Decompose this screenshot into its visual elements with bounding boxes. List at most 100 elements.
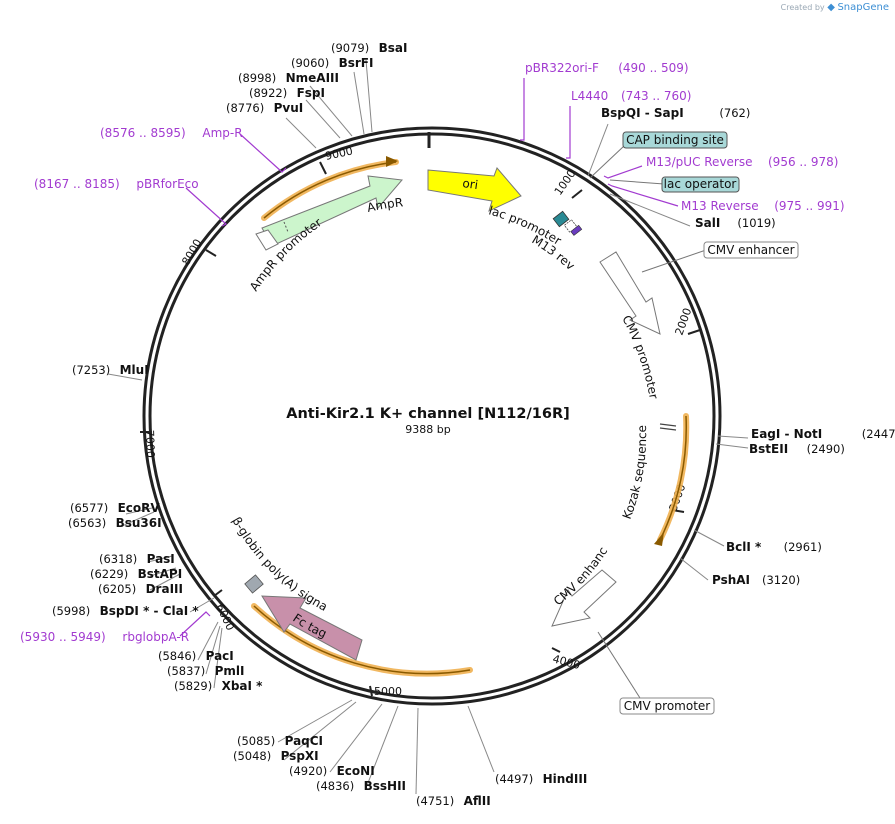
tick-label: 9000 (324, 144, 354, 163)
enzyme-site[interactable]: (6318)PasI (99, 552, 175, 566)
enzyme-position: (9079) (331, 41, 369, 55)
primer-site[interactable]: (8576 .. 8595)Amp-R (100, 126, 243, 140)
feature-label-kozak: Kozak sequence (620, 425, 649, 521)
cap-binding-site-text: CAP binding site (626, 133, 724, 147)
tick-label: 5000 (374, 685, 402, 698)
enzyme-position: (7253) (72, 363, 110, 377)
enzyme-position: (4751) (416, 794, 454, 808)
enzyme-name: MluI (120, 363, 149, 377)
enzyme-leader (717, 435, 749, 439)
enzyme-leader (693, 529, 725, 547)
enzyme-position: (5829) (174, 679, 212, 693)
enzyme-name: PshAI (712, 573, 750, 587)
feature-label-lac-promoter: lac promoter (487, 203, 564, 247)
enzyme-position: (8776) (226, 101, 264, 115)
enzyme-site[interactable]: PshAI (3120) (712, 573, 800, 587)
enzyme-site[interactable]: (6229)BstAPI (90, 567, 182, 581)
primer-range: (956 .. 978) (768, 155, 838, 169)
plasmid-length: 9388 bp (405, 423, 450, 436)
enzyme-leader (415, 707, 419, 795)
enzyme-position: (3120) (762, 573, 800, 587)
snapgene-credit: Created by ◆ SnapGene (781, 2, 889, 13)
feature-cmv-promoter-arrow: CMV promoter (599, 251, 661, 400)
enzyme-site[interactable]: (9079)BsaI (331, 41, 407, 55)
snapgene-logo-icon: ◆ (827, 2, 835, 13)
enzyme-site[interactable]: (4751) AflII (416, 794, 491, 808)
enzyme-leader (107, 373, 143, 381)
cmv-enhancer-box-text: CMV enhancer (707, 243, 794, 257)
tick-mark (571, 189, 583, 199)
primer-site[interactable]: M13/pUC Reverse(956 .. 978) (646, 155, 838, 169)
enzyme-site[interactable]: BspQI - SapI(762) (601, 106, 750, 120)
enzyme-name: PmlI (215, 664, 245, 678)
primer-leader (520, 78, 525, 141)
credit-prefix: Created by (780, 3, 825, 12)
enzyme-leader (277, 699, 353, 743)
enzyme-name: PvuI (274, 101, 304, 115)
enzyme-site[interactable]: (5998)BspDI * - ClaI * (52, 604, 199, 618)
primer-site[interactable]: L4440(743 .. 760) (571, 89, 691, 103)
enzyme-site[interactable]: (5846)PacI (158, 649, 234, 663)
backbone (142, 126, 722, 706)
enzyme-position: (9060) (291, 56, 329, 70)
enzyme-site[interactable]: (8776) PvuI (226, 101, 303, 115)
primer-site[interactable]: M13 Reverse(975 .. 991) (681, 199, 845, 213)
enzyme-site[interactable]: (4497)HindIII (495, 772, 587, 786)
enzyme-name: PspXI (281, 749, 319, 763)
enzyme-site[interactable]: (4920)EcoNI (289, 764, 375, 778)
enzyme-site[interactable]: EagI - NotI(2447) (751, 427, 895, 441)
enzyme-position: (6318) (99, 552, 137, 566)
primer-site[interactable]: pBR322ori-F(490 .. 509) (525, 61, 689, 75)
enzyme-name: PaqCI (285, 734, 323, 748)
primer-site[interactable]: (5930 .. 5949)rbglobpA-R (20, 630, 189, 644)
enzyme-leader (305, 99, 341, 139)
tick-mark (213, 589, 223, 597)
enzyme-leader (147, 555, 173, 563)
primer-leader (185, 187, 228, 227)
primer-range: (8167 .. 8185) (34, 177, 120, 191)
plasmid-name: Anti-Kir2.1 K+ channel [N112/16R] (286, 406, 570, 422)
feature-lac-promoter: lac promoter M13 rev (487, 203, 583, 273)
enzyme-leader (149, 573, 181, 591)
enzyme-position: (6205) (98, 582, 136, 596)
enzyme-name: AflII (464, 794, 491, 808)
enzyme-position: (6563) (68, 516, 106, 530)
credit-brand: SnapGene (837, 2, 889, 13)
enzyme-leader (125, 507, 153, 515)
enzyme-site[interactable]: SalI(1019) (695, 216, 776, 230)
enzyme-site[interactable]: (5837) PmlI (167, 664, 244, 678)
enzyme-name: EcoNI (337, 764, 375, 778)
feature-ori: ori (427, 167, 522, 212)
enzyme-site[interactable]: (5085)PaqCI (237, 734, 323, 748)
enzyme-position: (5837) (167, 664, 205, 678)
enzyme-site[interactable]: BstEII(2490) (749, 442, 845, 456)
enzyme-position: (2961) (784, 540, 822, 554)
enzyme-leader (149, 567, 177, 577)
enzyme-site[interactable]: (6205)DraIII (98, 582, 183, 596)
enzyme-site[interactable]: (8922)FspI (249, 86, 325, 100)
enzyme-leader (587, 123, 609, 177)
tick-mark (369, 685, 373, 697)
enzyme-leader (309, 85, 353, 137)
enzyme-name: BstEII (749, 442, 788, 456)
enzyme-site[interactable]: (7253) MluI (72, 363, 149, 377)
enzyme-position: (8998) (238, 71, 276, 85)
enzyme-leader (715, 443, 749, 449)
enzyme-position: (4497) (495, 772, 533, 786)
primer-leader (179, 611, 211, 637)
enzyme-site[interactable]: (9060)BsrFI (291, 56, 373, 70)
enzyme-site[interactable]: (4836)BssHII (316, 779, 406, 793)
enzyme-site[interactable]: BclI *(2961) (726, 540, 822, 554)
enzyme-position: (4836) (316, 779, 354, 793)
enzyme-site[interactable]: (8998) NmeAIII (238, 71, 339, 85)
enzyme-site[interactable]: (6563)Bsu36I (68, 516, 162, 530)
enzyme-name: NmeAIII (286, 71, 339, 85)
primer-name: Amp-R (202, 126, 242, 140)
lac-operator-text: lac operator (664, 177, 737, 191)
enzyme-site[interactable]: (5048)PspXI (233, 749, 319, 763)
primer-leader (239, 133, 287, 173)
enzyme-site[interactable]: (5829)XbaI * (174, 679, 263, 693)
primer-site[interactable]: (8167 .. 8185)pBRforEco (34, 177, 199, 191)
label-cmv-enhancer-box: CMV enhancer (641, 241, 799, 273)
enzyme-site[interactable]: (6577)EcoRV (70, 501, 160, 515)
